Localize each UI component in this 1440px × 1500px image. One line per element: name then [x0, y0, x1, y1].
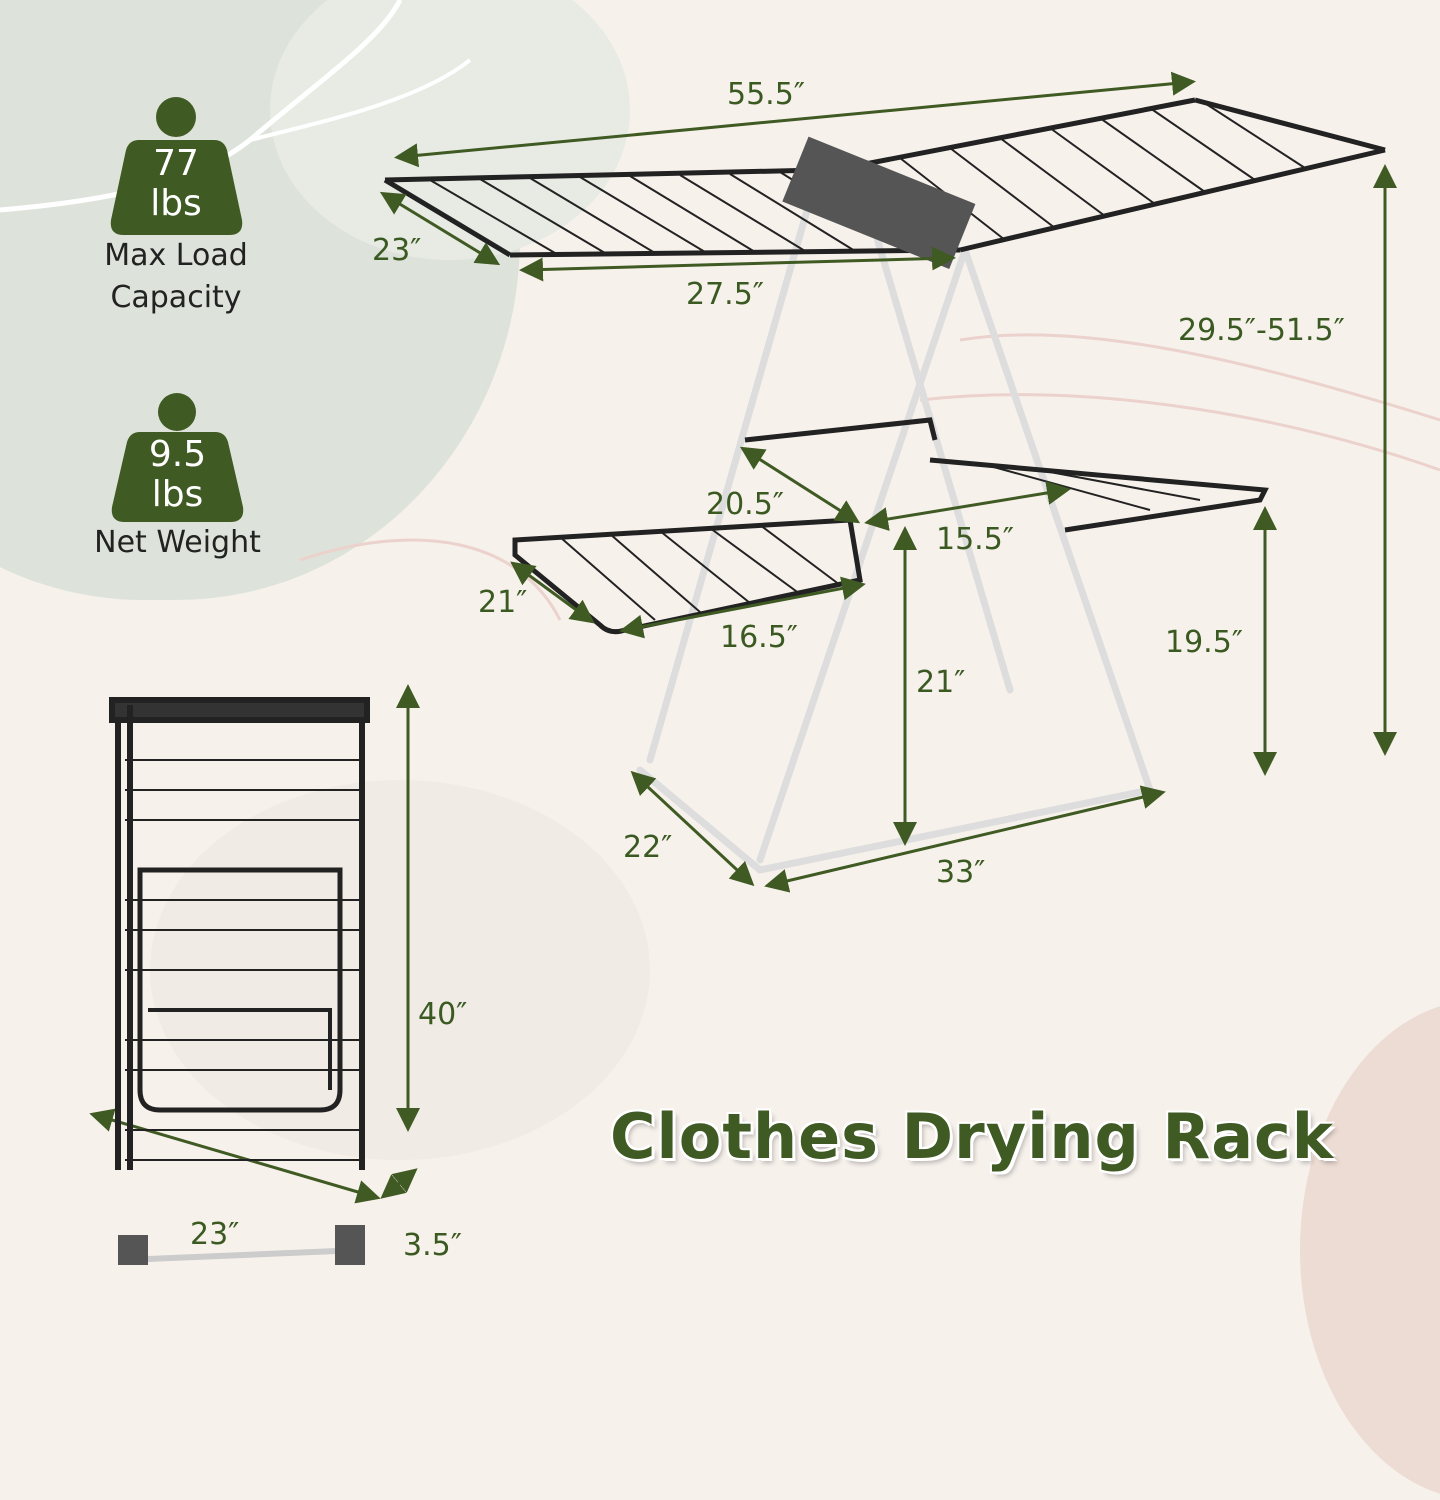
dimension-height-range: 29.5″-51.5″	[1178, 313, 1345, 348]
max-load-label-line2: Capacity	[110, 280, 242, 315]
dimension-folded-thickness: 3.5″	[403, 1228, 462, 1263]
dimension-top-width: 55.5″	[727, 77, 806, 112]
net-weight-label: Net Weight	[94, 525, 261, 560]
weight-icon: 9.5 lbs	[110, 392, 245, 522]
net-weight-value: 9.5	[148, 434, 207, 475]
max-load-value: 77	[153, 143, 199, 184]
dimension-lower-wing-width: 16.5″	[720, 620, 799, 655]
max-load-label-line1: Max Load	[104, 238, 248, 273]
dimension-inner-shelf-width: 15.5″	[936, 522, 1015, 557]
dimension-base-depth: 22″	[623, 830, 673, 865]
dimension-base-width: 33″	[936, 855, 986, 890]
dimension-shelf-height: 21″	[916, 665, 966, 700]
net-weight-badge: 9.5 lbs Net Weight	[80, 392, 275, 564]
dimension-wing-depth: 23″	[372, 233, 422, 268]
drying-rack-illustration	[89, 71, 1397, 1265]
dimension-folded-width: 23″	[190, 1217, 240, 1252]
dimension-lower-wing-depth: 21″	[478, 585, 528, 620]
dimension-lower-wing-height: 19.5″	[1165, 625, 1244, 660]
dimension-center-width: 27.5″	[686, 277, 765, 312]
weight-icon: 77 lbs	[109, 95, 244, 235]
max-load-badge: 77 lbs Max Load Capacity	[86, 95, 266, 319]
product-title: Clothes Drying Rack	[610, 1100, 1335, 1173]
dimension-inner-shelf-depth: 20.5″	[706, 487, 785, 522]
net-weight-unit: lbs	[151, 474, 204, 515]
max-load-unit: lbs	[150, 183, 202, 224]
dimension-folded-height: 40″	[418, 997, 468, 1032]
